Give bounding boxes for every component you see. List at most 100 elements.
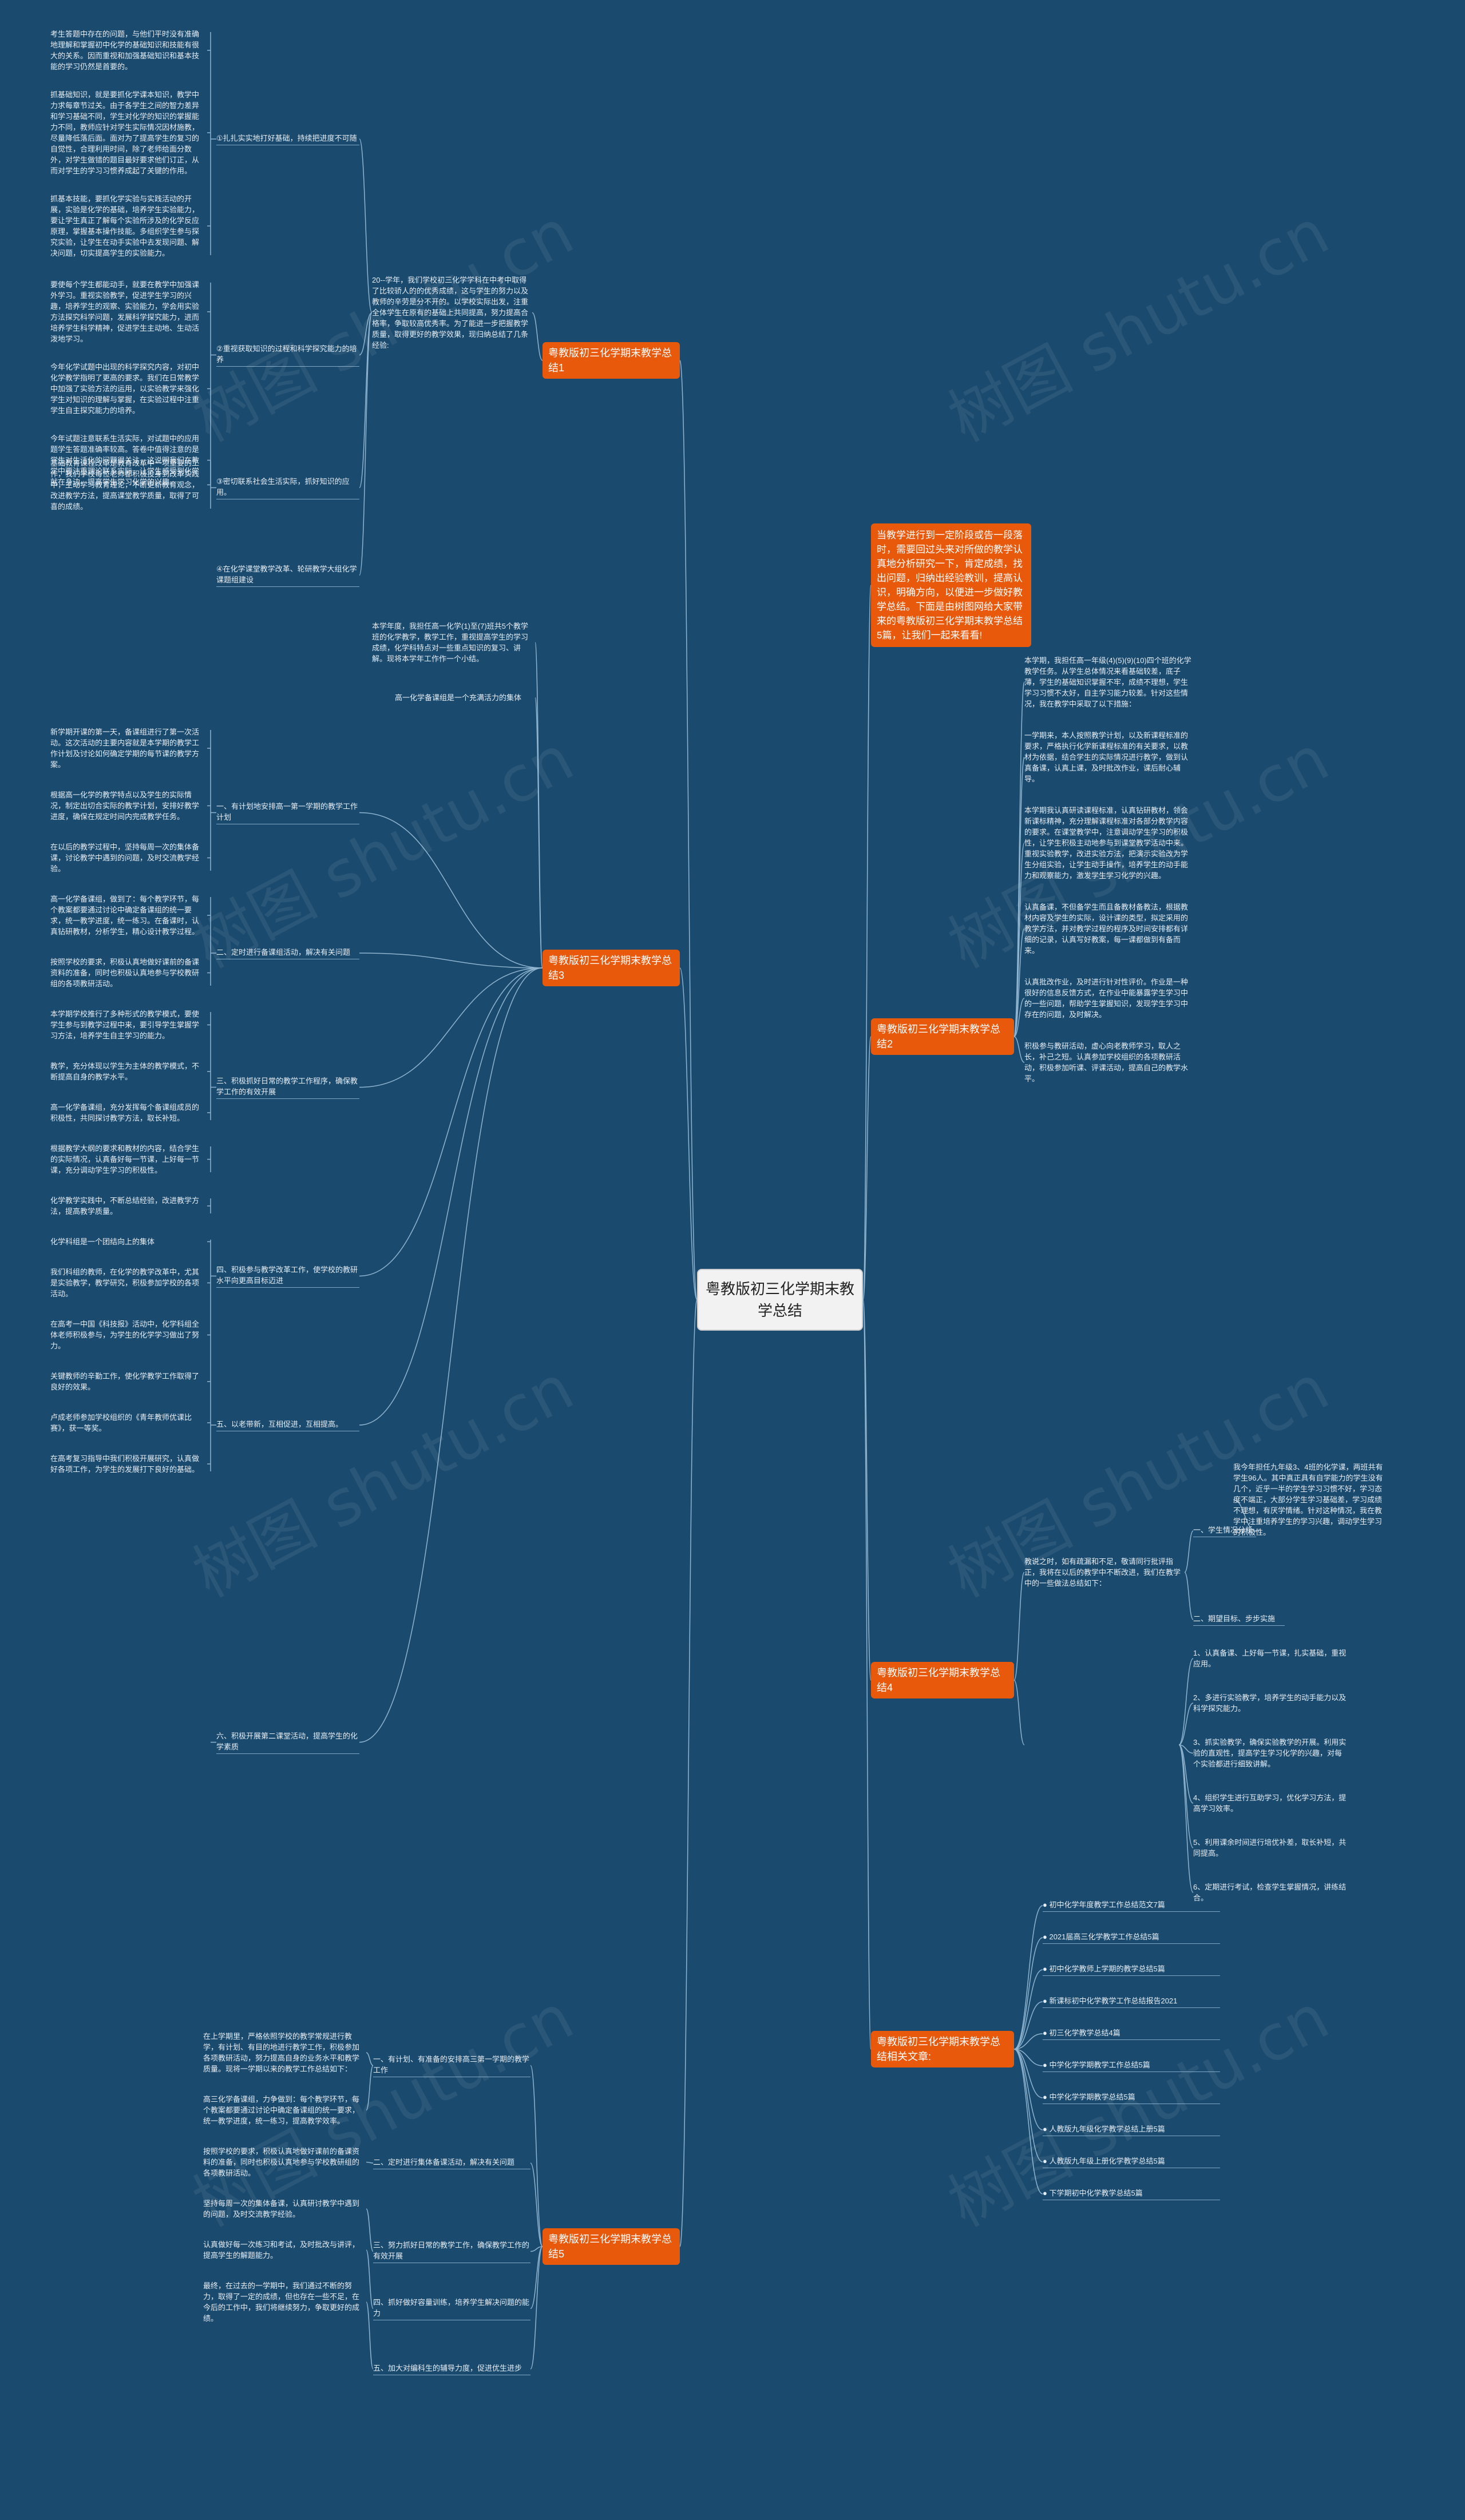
connector-line <box>1013 2033 1043 2050</box>
branch-3-item[interactable]: 一、有计划地安排高一第一学期的教学工作计划 <box>216 801 359 824</box>
branch-5[interactable]: 粤教版初三化学期末教学总结5 <box>543 2228 680 2265</box>
branch-1-item[interactable]: ①扎扎实实地打好基础，持续把进度不可随 <box>216 133 359 145</box>
connector-line <box>1013 928 1025 1037</box>
related-article-link[interactable]: ● 新课标初中化学教学工作总结报告2021 <box>1043 1995 1220 2008</box>
connector-line <box>1178 1703 1194 1745</box>
branch-4-step: 2、多进行实验教学，培养学生的动手能力以及科学探究能力。 <box>1193 1693 1347 1713</box>
connector-line <box>1013 1036 1025 1063</box>
branch-1-item[interactable]: ③密切联系社会生活实际，抓好知识的应用。 <box>216 476 359 499</box>
related-article-label: 人教版九年级化学教学总结上册5篇 <box>1049 2125 1165 2133</box>
branch-5-item[interactable]: 二、定时进行集体备课活动，解决有关问题 <box>373 2157 530 2169</box>
branch-4-step: 3、抓实验教学，确保实验教学的开展。利用实验的直观性，提高学生学习化学的兴趣，对… <box>1193 1738 1347 1768</box>
branch-4-item[interactable]: 一、学生情况分析 <box>1193 1525 1256 1537</box>
branch-3-detail-text: 高一化学备课组，充分发挥每个备课组成员的积极性，共同探讨教学方法，取长补短。 <box>50 1103 200 1122</box>
branch-5-item[interactable]: 五、加大对编科生的辅导力度，促进优生进步 <box>373 2363 530 2375</box>
branch-4-summary: 教说之时，如有疏漏和不足，敬请同行批评指正，我将在以后的教学中不断改进，我们在教… <box>1024 1557 1181 1588</box>
branch-5-summary: 在上学期里，严格依照学校的教学常规进行教学，有计划、有目的地进行教学工作，积极参… <box>203 2032 360 2073</box>
bullet-icon: ● <box>1043 1965 1050 1973</box>
bullet-icon: ● <box>1043 2029 1050 2037</box>
bullet-icon: ● <box>1043 1900 1050 1909</box>
connector-line <box>1013 2049 1043 2130</box>
connector-line <box>1178 1658 1194 1745</box>
connector-line <box>530 2065 543 2247</box>
branch-1-detail-text: 基础教育课程改革是教育改革中一项重要的工作，我们学校每位老师都积极投身到改革实践… <box>50 459 200 511</box>
connector-line <box>1178 1744 1194 1804</box>
bullet-icon: ● <box>1043 2061 1050 2069</box>
branch-3-item[interactable]: 二、定时进行备课组活动，解决有关问题 <box>216 947 359 959</box>
branch-2-detail-text: 本学期我认真研读课程标准，认真钻研教材，领会新课标精神，充分理解课程标准对各部分… <box>1024 806 1189 880</box>
connector-line <box>366 2249 374 2309</box>
related-article-link[interactable]: ● 中学化学学期教学工作总结5篇 <box>1043 2059 1220 2072</box>
branch-3-detail-text: 本学期学校推行了多种形式的教学模式，要使学生参与到教学过程中来，要引导学生掌握学… <box>50 1010 200 1040</box>
branch-3-detail-text: 教学，充分体现以学生为主体的教学模式，不断提高自身的教学水平。 <box>50 1062 200 1081</box>
branch-3-detail-text: 新学期开课的第一天，备课组进行了第一次活动。这次活动的主要内容就是本学期的教学工… <box>50 728 200 769</box>
connector-line <box>359 967 543 1277</box>
related-article-link[interactable]: ● 2021届高三化学教学工作总结5篇 <box>1043 1931 1220 1944</box>
branch-3-item[interactable]: 三、积极抓好日常的教学工作程序，确保教学工作的有效开展 <box>216 1076 359 1099</box>
connector-line <box>1013 2049 1043 2066</box>
related-article-link[interactable]: ● 下学期初中化学教学总结5篇 <box>1043 2188 1220 2200</box>
related-article-label: 2021届高三化学教学工作总结5篇 <box>1049 1932 1159 1941</box>
branch-2-detail-text: 认真备课，不但备学生而且备教材备教法，根据教材内容及学生的实际，设计课的类型，拟… <box>1024 903 1189 955</box>
connector-line <box>359 812 543 969</box>
connector-line <box>679 967 698 1300</box>
branch-related[interactable]: 粤教版初三化学期末教学总结相关文章: <box>871 2031 1014 2067</box>
branch-3-detail-text: 根据教学大纲的要求和教材的内容，结合学生的实际情况，认真备好每一节课，上好每一节… <box>50 1144 200 1174</box>
related-article-label: 新课标初中化学教学工作总结报告2021 <box>1049 1997 1178 2005</box>
related-article-link[interactable]: ● 人教版九年级化学教学总结上册5篇 <box>1043 2124 1220 2136</box>
branch-3-detail-text: 根据高一化学的教学特点以及学生的实际情况，制定出切合实际的教学计划，安排好教学进… <box>50 791 200 821</box>
branch-5-detail-text: 认真做好每一次练习和考试，及时批改与讲评，提高学生的解题能力。 <box>203 2240 360 2260</box>
related-article-link[interactable]: ● 人教版九年级上册化学教学总结5篇 <box>1043 2156 1220 2168</box>
branch-3-detail-text: 在以后的教学过程中，坚持每周一次的集体备课，讨论教学中遇到的问题，及时交流教学经… <box>50 843 200 873</box>
root-topic[interactable]: 粤教版初三化学期末教学总结 <box>697 1269 863 1331</box>
connector-line <box>1013 1680 1025 1745</box>
branch-5-detail-text: 按照学校的要求，积极认真地做好课前的备课资料的准备，同时也积极认真地参与学校教研… <box>203 2147 360 2177</box>
branch-2-detail-text: 一学期来，本人按照教学计划，以及新课程标准的要求，严格执行化学新课程标准的有关要… <box>1024 731 1189 783</box>
branch-5-item[interactable]: 四、抓好做好容量训练，培养学生解决问题的能力 <box>373 2297 530 2320</box>
connector-line <box>359 312 373 576</box>
related-article-link[interactable]: ● 初中化学年度教学工作总结范文7篇 <box>1043 1899 1220 1912</box>
branch-1-item[interactable]: ②重视获取知识的过程和科学探究能力的培养 <box>216 343 359 367</box>
connector-line <box>359 312 373 489</box>
connector-line <box>1013 1905 1043 2050</box>
branch-5-item[interactable]: 一、有计划、有准备的安排高三第一学期的教学工作 <box>373 2054 530 2077</box>
related-article-link[interactable]: ● 中学化学学期教学总结5篇 <box>1043 2092 1220 2104</box>
bullet-icon: ● <box>1043 2157 1050 2165</box>
branch-1-summary: 20--学年，我们学校初三化学学科在中考中取得了比较骄人的的优秀成绩，这与学生的… <box>372 276 529 350</box>
related-article-link[interactable]: ● 初中化学教师上学期的教学总结5篇 <box>1043 1963 1220 1976</box>
connector-line <box>359 953 543 969</box>
branch-5-detail-text: 高三化学备课组，力争做到：每个教学环节，每个教案都要通过讨论中确定备课组的统一要… <box>203 2095 360 2125</box>
connector-line <box>679 360 698 1300</box>
related-article-label: 下学期初中化学教学总结5篇 <box>1049 2189 1143 2197</box>
related-article-label: 中学化学学期教学工作总结5篇 <box>1049 2061 1150 2069</box>
branch-4[interactable]: 粤教版初三化学期末教学总结4 <box>871 1662 1014 1698</box>
connector-line <box>862 1036 872 1300</box>
branch-3-item[interactable]: 六、积极开展第二课堂活动，提高学生的化学素质 <box>216 1731 359 1754</box>
branch-1-item[interactable]: ④在化学课堂教学改革、轮研教学大组化学课题组建设 <box>216 563 359 587</box>
related-article-link[interactable]: ● 初三化学教学总结4篇 <box>1043 2027 1220 2040</box>
branch-4-item[interactable]: 二、期望目标、步步实施 <box>1193 1613 1285 1626</box>
bullet-icon: ● <box>1043 2093 1050 2101</box>
branch-1[interactable]: 粤教版初三化学期末教学总结1 <box>543 342 680 379</box>
bullet-icon: ● <box>1043 1997 1050 2005</box>
branch-2[interactable]: 粤教版初三化学期末教学总结2 <box>871 1018 1014 1055</box>
branch-3[interactable]: 粤教版初三化学期末教学总结3 <box>543 950 680 986</box>
connector-line <box>679 1299 698 2247</box>
branch-3-detail-text: 我们科组的教师，在化学的教学改革中，尤其是实验教学，教学研究，积极参加学校的各项… <box>50 1268 200 1298</box>
branch-3-summary: 本学年度，我担任高一化学(1)至(7)班共5个教学班的化学教学，教学工作，重视提… <box>372 622 529 663</box>
branch-3-item[interactable]: 四、积极参与教学改革工作，使学校的教研水平向更高目标迈进 <box>216 1264 359 1288</box>
connector-line <box>862 585 872 1300</box>
connector-line <box>530 2246 543 2309</box>
branch-1-detail-text: 要使每个学生都能动手，就要在教学中加强课外学习。重视实验教学，促进学生学习的兴趣… <box>50 280 200 343</box>
branch-3-detail-text: 化学科组是一个团结向上的集体 <box>50 1237 155 1246</box>
branch-4-step: 6、定期进行考试，检查学生掌握情况，讲练结合。 <box>1193 1883 1347 1902</box>
connector-line <box>366 2301 374 2370</box>
branch-3-item[interactable]: 五、以老带新，互相促进，互相提高。 <box>216 1419 359 1431</box>
branch-1-detail-text: 今年化学试题中出现的科学探究内容，对初中化学教学指明了更高的要求。我们在日常教学… <box>50 363 200 415</box>
connector-line <box>1013 2049 1043 2162</box>
branch-3-detail-text: 按照学校的要求，积极认真地做好课前的备课资料的准备，同时也积极认真地参与学校教研… <box>50 958 200 988</box>
branch-1-detail-text: 考生答题中存在的问题，与他们平时没有准确地理解和掌握初中化学的基础知识和技能有很… <box>50 30 200 71</box>
branch-5-item[interactable]: 三、努力抓好日常的教学工作，确保教学工作的有效开展 <box>373 2240 530 2263</box>
branch-2-detail-text: 认真批改作业，及时进行针对性评价。作业是一种很好的信息反馈方式，在作业中能暴露学… <box>1024 978 1189 1019</box>
connector-line <box>1013 2049 1043 2194</box>
